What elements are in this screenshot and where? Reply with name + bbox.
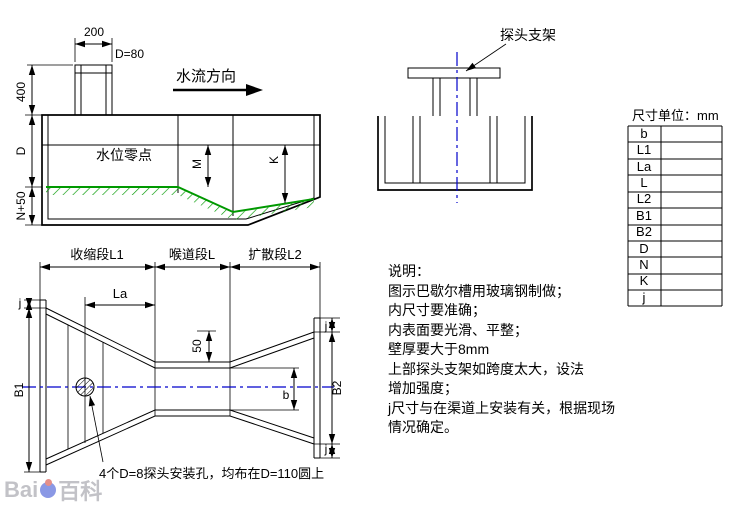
dim-j-bottom-label: j [324, 442, 328, 456]
table-row-label: N [639, 257, 648, 272]
notes-line: 图示巴歇尔槽用玻璃钢制做； [388, 282, 570, 299]
channel-outer [377, 116, 533, 191]
dim-N50-label: N+50 [14, 191, 28, 220]
notes-line: 壁厚要大于8mm [388, 341, 490, 357]
dimension-table: 尺寸单位：mm b L1 La L L2 B1 B2 D N K j [627, 108, 723, 307]
plan-view: 收缩段L1 喉道段L 扩散段L2 La 50 b j j B2 j B1 4个D… [12, 247, 344, 481]
probe-bracket-block [432, 78, 478, 116]
probe-bracket-plate [407, 67, 501, 79]
notes-block: 说明： 图示巴歇尔槽用玻璃钢制做； 内尺寸要准确； 内表面要光滑、平整； 壁厚要… [388, 262, 633, 438]
watermark-text-right: 百科 [58, 479, 103, 504]
flow-arrow-head [246, 84, 263, 96]
dim-table-title: 尺寸单位：mm [632, 108, 719, 123]
plan-extension-lines [24, 262, 340, 473]
wall-inner-bottom [45, 409, 315, 460]
table-row-label: b [640, 126, 647, 141]
table-row-label: L2 [637, 191, 651, 206]
elevation-view: 200 D=80 400 D N+50 M K 水流方向 水位零点 [14, 25, 321, 226]
notes-line: j尺寸与在渠道上安装有关，根据现场 [388, 399, 616, 416]
table-row-label: L [640, 175, 647, 190]
dim-400-label: 400 [14, 82, 28, 102]
dim-K-label: K [267, 156, 281, 164]
holes-leader-line [88, 395, 104, 463]
segment-L1-label: 收缩段L1 [70, 247, 123, 262]
section-view: 探头支架 [377, 27, 556, 203]
watermark-text-left: Bai [4, 477, 39, 502]
notes-line: 内表面要光滑、平整； [388, 321, 528, 338]
baidu-paw-icon [40, 479, 57, 498]
table-row-label: B2 [636, 224, 652, 239]
tank-inner-wall [47, 115, 315, 220]
table-row-label: D [639, 241, 648, 256]
table-row-label: B1 [636, 208, 652, 223]
right-end-plate [313, 317, 321, 459]
dim-B1-label: B1 [12, 382, 26, 397]
wall-outer-bottom [45, 415, 315, 466]
wall-outer-top [45, 307, 315, 363]
flow-direction-label: 水流方向 [176, 68, 236, 85]
segment-L-label: 喉道段L [169, 247, 215, 262]
throat-section-lines [177, 115, 234, 216]
section-boundary-lines [67, 325, 231, 449]
notes-line: 增加强度； [388, 380, 458, 396]
inlet-stub [74, 64, 113, 115]
notes-title: 说明： [388, 263, 430, 279]
probe-bracket-label: 探头支架 [500, 27, 556, 43]
dim-j-left-label: j [18, 296, 22, 310]
notes-line: 内尺寸要准确； [388, 302, 486, 318]
dim-b-label: b [283, 388, 290, 402]
table-row-label: K [640, 273, 649, 288]
elevation-extension-lines [25, 38, 113, 226]
floor-hatch-band [46, 188, 314, 220]
left-end-plate [39, 299, 47, 473]
table-row-label: j [642, 290, 646, 305]
segment-L2-label: 扩散段L2 [248, 247, 301, 262]
dim-M-label: M [190, 159, 204, 169]
notes-line: 上部探头支架如跨度太大，设法 [388, 360, 584, 377]
dim-table-grid [627, 125, 723, 307]
channel-inner [384, 116, 526, 184]
dim-d80-label: D=80 [115, 47, 144, 61]
dim-La-label: La [113, 286, 128, 301]
notes-line: 情况确定。 [388, 419, 458, 435]
dim-200-label: 200 [84, 25, 104, 39]
wall-inner-top [45, 313, 315, 369]
table-row-label: La [637, 159, 652, 174]
table-row-label: L1 [637, 142, 651, 157]
dim-50-label: 50 [190, 339, 204, 353]
flume-walls [412, 116, 498, 183]
dim-D-label: D [14, 146, 28, 155]
floor-line-green [46, 186, 315, 214]
holes-note-label: 4个D=8探头安装孔，均布在D=110圆上 [99, 466, 324, 481]
dim-B2-label: B2 [330, 380, 344, 395]
watermark: Bai 百科 [4, 474, 102, 506]
water-zero-label: 水位零点 [96, 147, 152, 163]
probe-leader-line [465, 43, 507, 72]
dim-j-top-label: j [324, 319, 328, 333]
